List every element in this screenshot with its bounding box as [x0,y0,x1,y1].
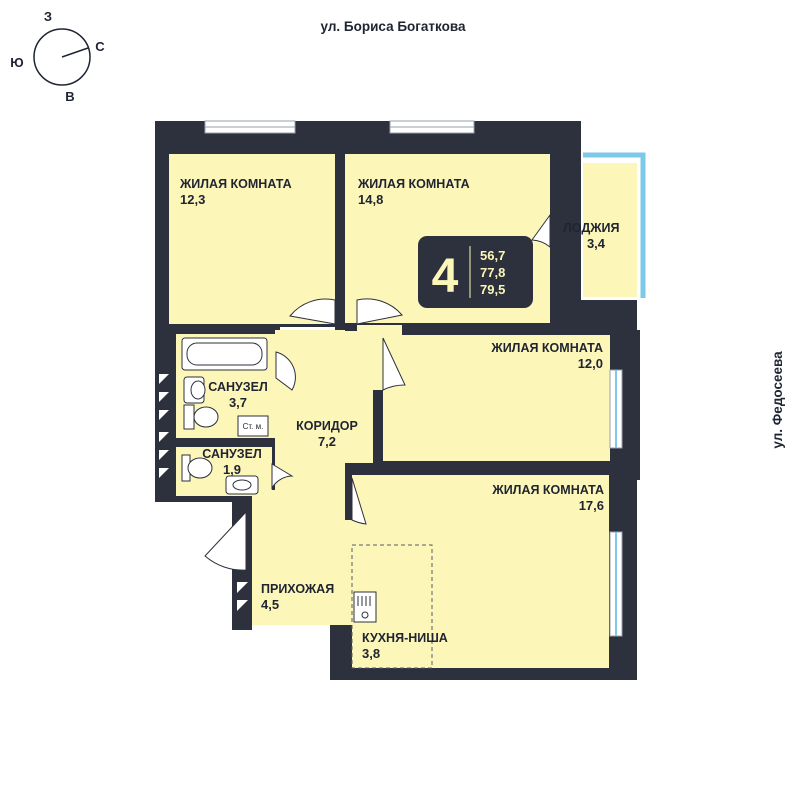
floor-living3 [383,335,610,461]
floor-corridor-hall [246,325,402,625]
washer-label: Ст. м. [243,422,264,431]
loggia-area: 3,4 [587,236,606,251]
kitchen-niche-outline [351,544,433,669]
room-labels: ЖИЛАЯ КОМНАТА 12,3 ЖИЛАЯ КОМНАТА 14,8 ЛО… [179,177,620,661]
loggia-glazing [583,152,646,298]
door-living1 [289,298,336,325]
badge-area-with-loggia: 79,5 [480,282,505,297]
living3-name: ЖИЛАЯ КОМНАТА [490,341,603,355]
door-bath1 [275,351,296,391]
living2-area: 14,8 [358,192,383,207]
floor-loggia [583,163,637,297]
door-living2 [356,298,403,325]
compass-south-label: В [65,89,74,104]
washer-icon [237,415,269,437]
badge-area-total: 77,8 [480,265,505,280]
door-bath2 [271,463,294,490]
compass-east-label: С [95,39,105,54]
living1-area: 12,3 [180,192,205,207]
door-living4 [351,477,367,525]
loggia-name: ЛОДЖИЯ [563,221,620,235]
living2-name: ЖИЛАЯ КОМНАТА [357,177,470,191]
doors [204,213,551,571]
inner-walls [176,154,610,520]
toilet-bath1-icon [183,404,195,430]
compass-ring-icon [33,28,91,86]
corridor-name: КОРИДОР [296,419,358,433]
compass: З С В Ю [10,9,105,104]
street-right-label: ул. Федосеева [770,351,785,449]
living3-area: 12,0 [578,356,603,371]
corridor-area: 7,2 [318,434,336,449]
living1-name: ЖИЛАЯ КОМНАТА [179,177,292,191]
stove-icon [353,591,377,623]
door-entrance [204,510,247,571]
apartment-badge: 4 56,7 77,8 79,5 [418,236,533,308]
compass-north-label: З [44,9,52,24]
bath1-area: 3,7 [229,395,247,410]
bath2-area: 1,9 [223,462,241,477]
hall-area: 4,5 [261,597,279,612]
compass-needle-icon [61,47,89,58]
kitchen-area: 3,8 [362,646,380,661]
floor-living4 [352,475,609,668]
hall-name: ПРИХОЖАЯ [261,582,334,596]
floor-living1 [169,154,335,324]
vent-shafts [159,374,248,611]
badge-background [418,236,533,308]
kitchen-name: КУХНЯ-НИША [362,631,448,645]
living4-name: ЖИЛАЯ КОМНАТА [491,483,604,497]
door-living3 [382,337,406,391]
bath1-name: САНУЗЕЛ [208,380,268,394]
living4-area: 17,6 [579,498,604,513]
badge-area-living: 56,7 [480,248,505,263]
bath2-name: САНУЗЕЛ [202,447,262,461]
badge-room-count: 4 [432,250,459,303]
street-top-label: ул. Бориса Богаткова [321,19,466,34]
door-loggia [531,213,551,249]
compass-west-label: Ю [10,55,23,70]
fixtures [181,337,269,495]
windows [204,120,623,637]
